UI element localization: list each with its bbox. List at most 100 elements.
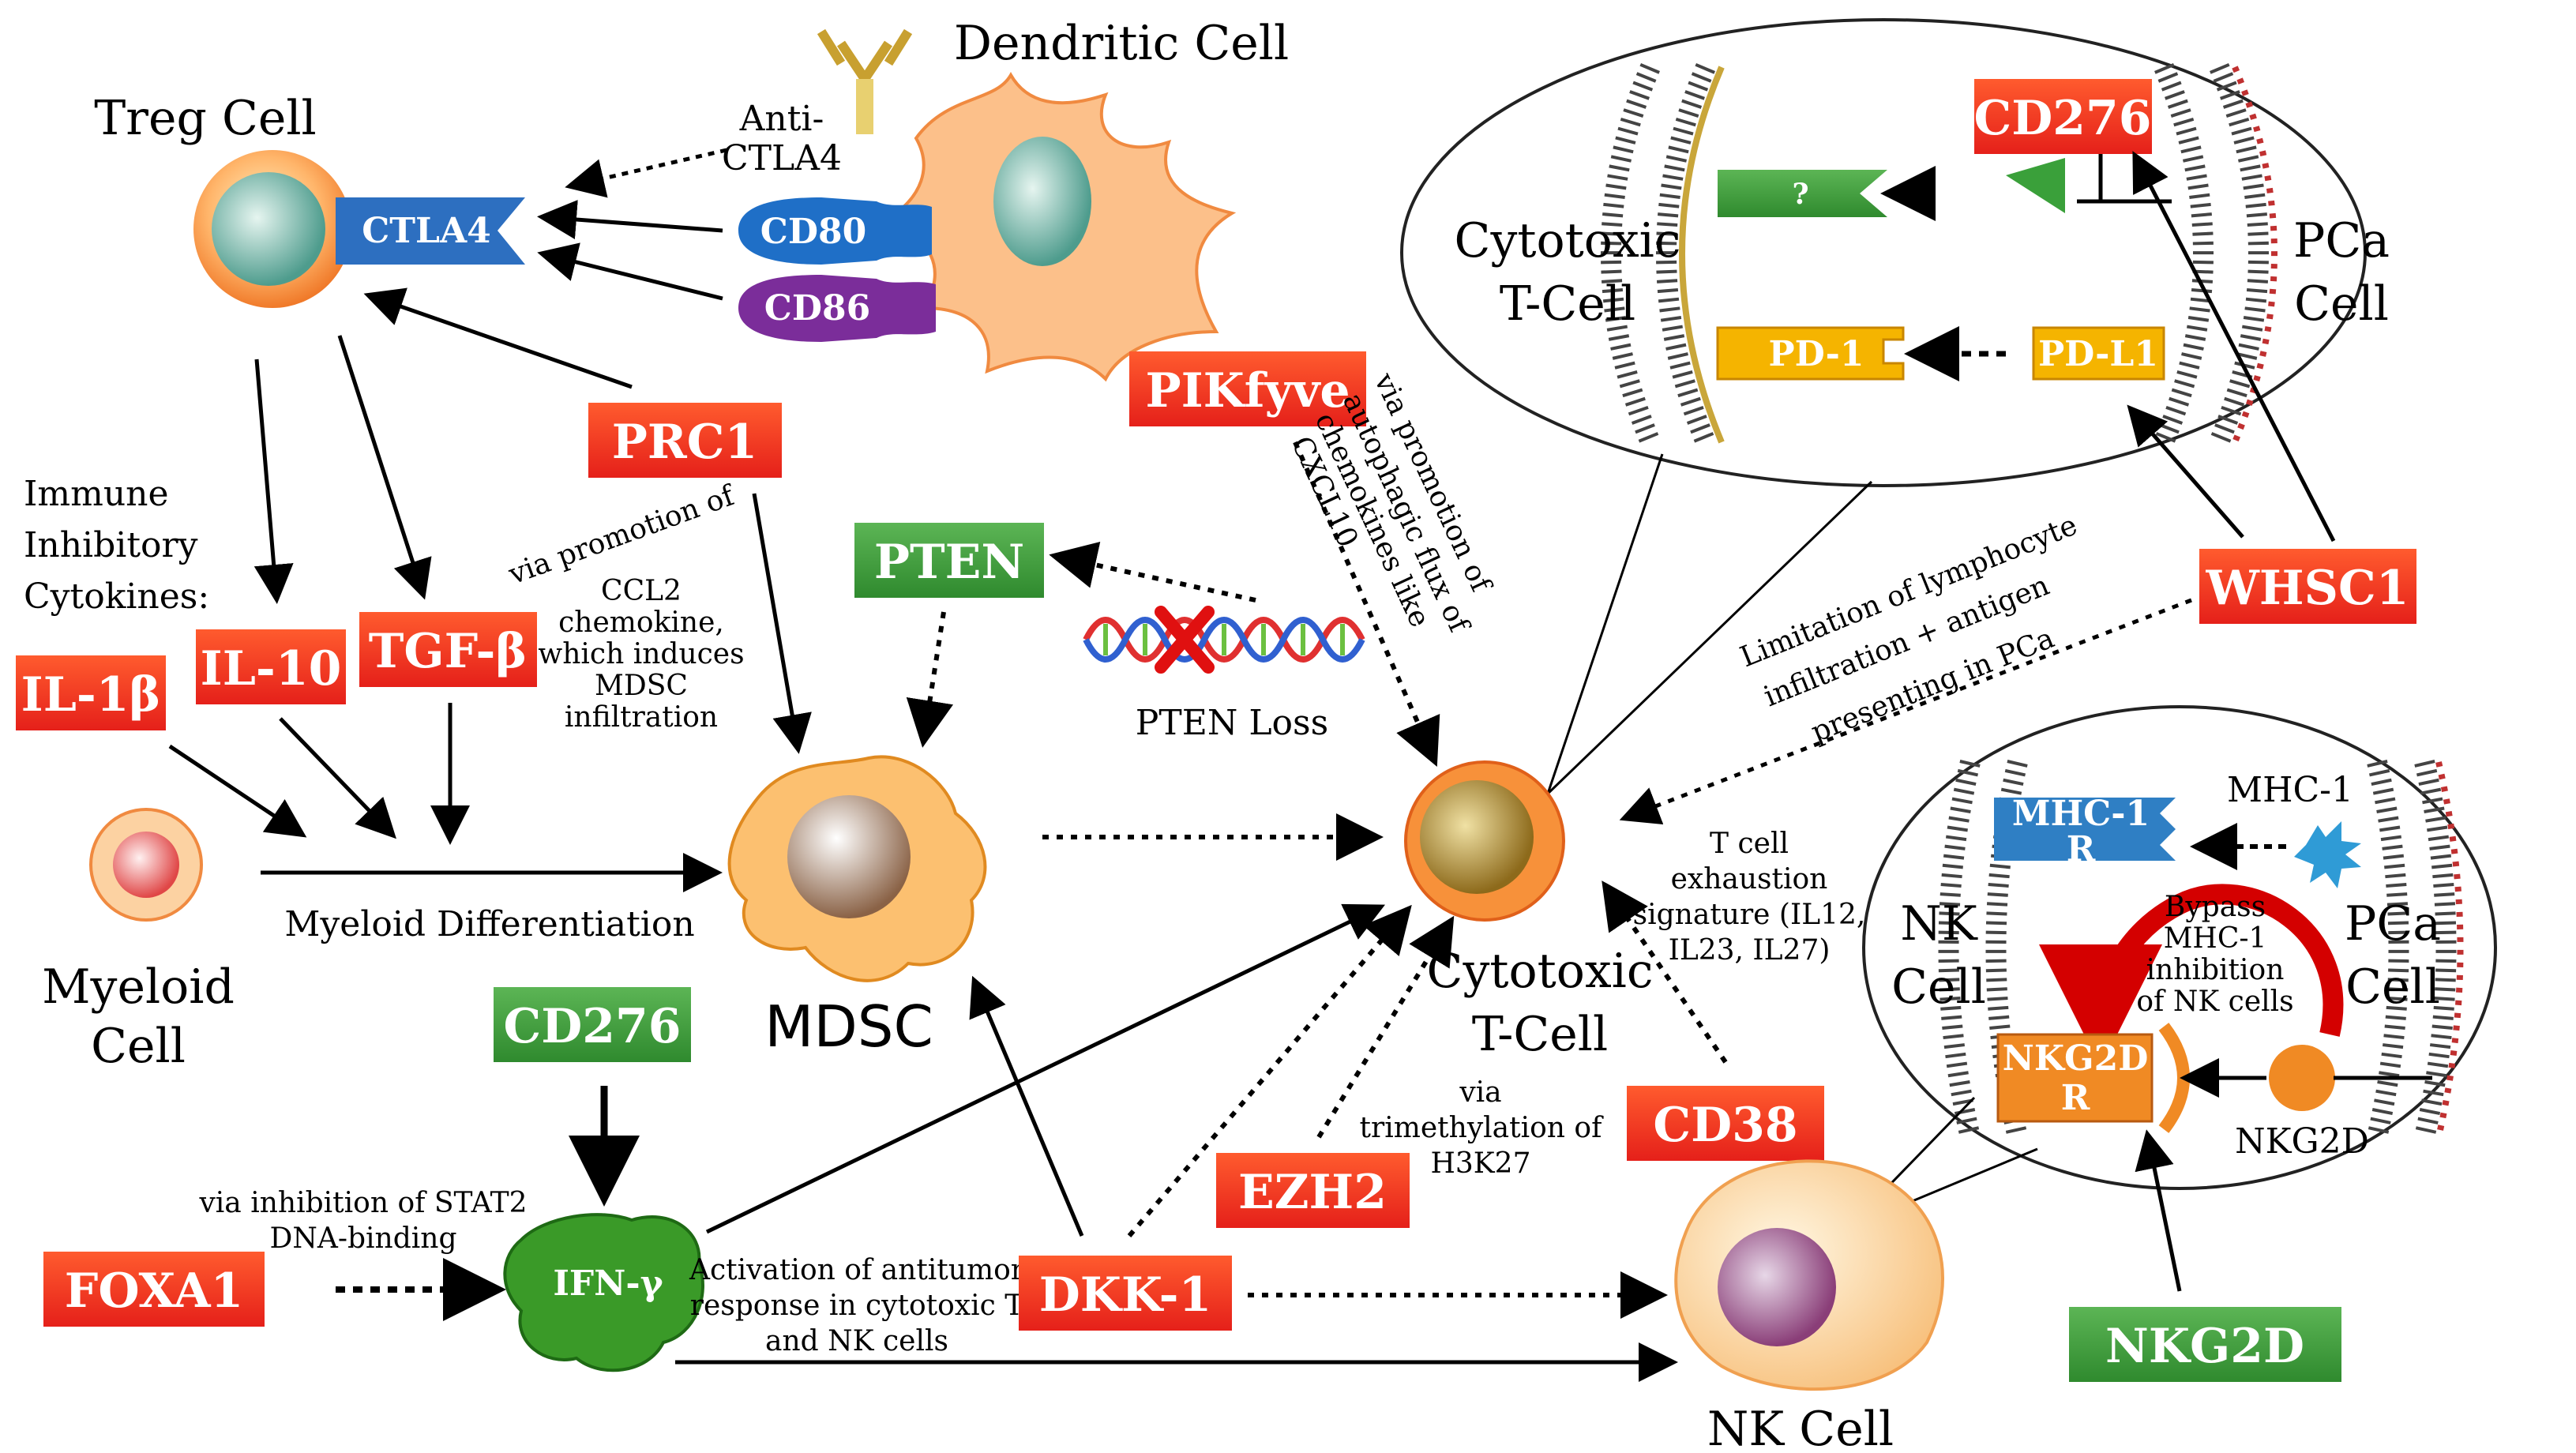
cytotoxic-label-2: T-Cell (1472, 1007, 1608, 1062)
stat2-2: DNA-binding (269, 1222, 456, 1255)
il1b-box (16, 655, 166, 730)
ctla4-label: CTLA4 (362, 211, 490, 251)
cd38-label: CD38 (1653, 1098, 1797, 1153)
exhaustion-2: exhaustion (1671, 863, 1828, 895)
bottom-inset (1862, 705, 2497, 1190)
activation-3: and NK cells (765, 1325, 948, 1357)
ifn-label: IFN-γ (553, 1263, 663, 1304)
ezh2-box (1216, 1153, 1410, 1228)
immune-1: Immune (24, 474, 169, 514)
inset-cytotoxic-label-1: Cytotoxic (1455, 213, 1681, 268)
cd80-label: CD80 (760, 212, 866, 252)
dna-icon (1083, 606, 1365, 674)
treg-label: Treg Cell (94, 91, 316, 146)
bypass-4: of NK cells (2136, 986, 2293, 1018)
inset-pca2-label-1: PCa (2345, 896, 2441, 952)
green-ligand (2006, 158, 2065, 213)
inset-pca-label-2: Cell (2294, 276, 2389, 332)
mhc1r-label-1: MHC-1 (2012, 794, 2150, 834)
cytotoxic-label-1: Cytotoxic (1427, 944, 1654, 999)
nkg2d-ligand-label: NKG2D (2235, 1121, 2369, 1162)
nkg2d-ligand (2269, 1045, 2335, 1111)
myeloid-label-1: Myeloid (42, 959, 235, 1015)
pten-label: PTEN (874, 535, 1024, 590)
mdsc-nucleus (787, 795, 911, 918)
pten-box (854, 523, 1044, 598)
trimeth-3: H3K27 (1430, 1147, 1530, 1180)
exhaustion-3: signature (IL12, (1633, 899, 1866, 931)
treg-nucleus (212, 172, 325, 286)
mhc1r-receptor: MHC-1 R (1994, 794, 2176, 869)
exhaustion-4: IL23, IL27) (1669, 934, 1831, 967)
cd86-ligand: CD86 (738, 275, 936, 342)
bypass-2: MHC-1 (2164, 922, 2267, 955)
t-cell-membrane (1601, 62, 1725, 446)
mhc1-label: MHC-1 (2227, 770, 2353, 810)
ccl2-2: CCL2 (601, 575, 682, 607)
pikfyve-box (1129, 351, 1366, 426)
whsc1-box (2199, 549, 2416, 624)
exhaustion-1: T cell (1710, 828, 1789, 860)
prc1-label: PRC1 (612, 415, 757, 470)
top-inset (1400, 18, 2367, 487)
trimeth-1: via (1459, 1076, 1501, 1109)
unknown-receptor: ? (1718, 170, 1887, 217)
cd80-ligand: CD80 (738, 197, 932, 265)
nkg2d-label: NKG2D (2105, 1319, 2304, 1374)
foxa1-box (43, 1252, 265, 1327)
unknown-receptor-label: ? (1792, 178, 1808, 211)
bypass-3: inhibition (2146, 954, 2285, 986)
prc1-box (588, 403, 782, 478)
bypass-arrow (2039, 884, 2344, 1068)
foxa1-label: FOXA1 (65, 1263, 244, 1319)
mhc1-ligand (2294, 821, 2361, 888)
cd276-top-box (1974, 79, 2152, 154)
anti-ctla4-2: CTLA4 (722, 138, 842, 178)
inset-pca-label-1: PCa (2293, 213, 2390, 268)
immune-2: Inhibitory (24, 525, 198, 565)
ccl2-3: chemokine, (558, 606, 724, 639)
pdl1-ligand: PD-L1 (2032, 326, 2165, 381)
ezh2-label: EZH2 (1238, 1165, 1387, 1220)
stat2-1: via inhibition of STAT2 (198, 1187, 527, 1219)
cd38-box (1627, 1086, 1824, 1161)
pikfyve-label: PIKfyve (1145, 363, 1350, 419)
cd276-box (494, 987, 691, 1062)
tgfb-label: TGF-β (369, 624, 528, 679)
anti-ctla4-1: Anti- (739, 99, 824, 139)
il10-label: IL-10 (201, 641, 342, 696)
ctla4-receptor (336, 197, 525, 265)
cd276-top-label: CD276 (1973, 91, 2151, 146)
pca-membrane-bottom (2367, 760, 2464, 1139)
whsc1-label: WHSC1 (2206, 561, 2409, 616)
ccl2-4: which induces (538, 638, 744, 670)
cd86-label: CD86 (764, 288, 870, 329)
il1b-label: IL-1β (21, 667, 161, 723)
immune-3: Cytokines: (24, 576, 209, 617)
activation-2: response in cytotoxic T (690, 1290, 1023, 1322)
dkk1-box (1019, 1256, 1232, 1331)
pd1-label: PD-1 (1769, 334, 1864, 374)
inset-nk-label-1: NK (1900, 896, 1978, 952)
nkg2dr-label-2: R (2061, 1078, 2090, 1118)
nk-label: NK Cell (1707, 1402, 1894, 1453)
ccl2-6: infiltration (565, 701, 718, 734)
myeloid-label-2: Cell (91, 1019, 186, 1074)
dendritic-label: Dendritic Cell (954, 16, 1289, 71)
myeloid-diff-label: Myeloid Differentiation (284, 904, 694, 944)
myeloid-nucleus (113, 832, 179, 898)
pd1-receptor: PD-1 (1716, 326, 1905, 381)
activation-1: Activation of antitumor (689, 1254, 1025, 1286)
cd276-label: CD276 (503, 999, 681, 1054)
ifn-gamma (503, 1213, 704, 1372)
cytotoxic-nucleus (1420, 780, 1534, 894)
mdsc-label: MDSC (764, 993, 933, 1060)
ccl2-5: MDSC (595, 670, 688, 702)
il10-box (196, 629, 346, 704)
nkg2d-box (2069, 1307, 2341, 1382)
inset-pca2-label-2: Cell (2345, 959, 2440, 1015)
dkk1-label: DKK-1 (1039, 1267, 1212, 1323)
dendritic-nucleus (993, 137, 1091, 266)
tgfb-box (359, 612, 537, 687)
